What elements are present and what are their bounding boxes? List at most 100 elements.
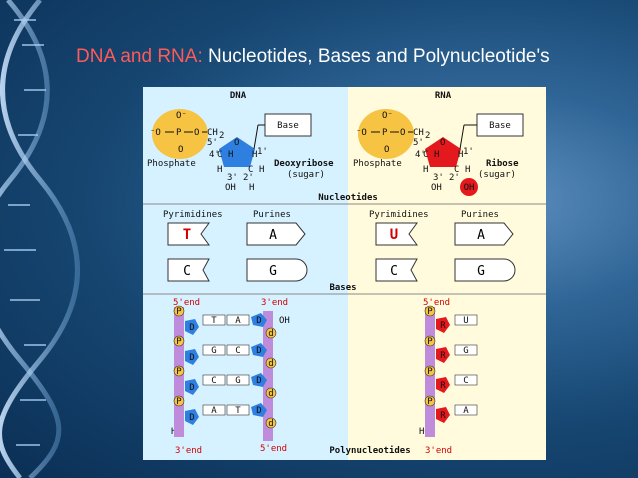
base-g-dna (246, 258, 308, 282)
title-rest: Nucleotides, Bases and Polynucleotide's (208, 46, 550, 67)
phosphate-rna (424, 305, 436, 317)
svg-text:C: C (248, 165, 253, 175)
base-left-letter: G (211, 346, 216, 356)
svg-text:G: G (269, 264, 277, 279)
phosphate-dna-right (265, 417, 277, 429)
deoxyribose-letter: D (256, 316, 261, 326)
phosphate-dna-left (173, 365, 185, 377)
figure: DNA RNA O⁻ ⁻O P O O CH 2 O 5' 4' C H H 1… (143, 87, 546, 460)
rna-base (454, 374, 478, 386)
base-left (202, 404, 226, 416)
base-right (226, 404, 250, 416)
dna-backbone-right (263, 311, 273, 441)
phosphate-label: P (176, 337, 182, 347)
svg-text:5'end: 5'end (423, 298, 450, 308)
deoxyribose-unit (185, 409, 199, 425)
svg-text:Base: Base (489, 121, 511, 131)
svg-text:3'end: 3'end (175, 446, 202, 456)
svg-text:Purines: Purines (461, 210, 499, 220)
rna-nucleotide: O⁻ ⁻O P O O CH 2 O 5' 4' C H H 1' H 3' 2… (353, 109, 524, 196)
phosphate-label: d (268, 419, 273, 429)
phosphate-label: P (176, 367, 182, 377)
deoxyribose-unit (185, 379, 199, 395)
svg-text:5': 5' (413, 138, 424, 148)
svg-text:HO: HO (419, 427, 430, 437)
svg-text:1': 1' (463, 147, 474, 157)
phosphate-dna-left (173, 395, 185, 407)
svg-text:C: C (454, 165, 459, 175)
slide-title: DNA and RNA: Nucleotides, Bases and Poly… (76, 46, 550, 68)
rna-phosphate-label: Phosphate (353, 159, 402, 169)
svg-text:H: H (252, 150, 257, 160)
rna-2-oh-highlight (460, 178, 478, 196)
ribose-letter: R (440, 351, 446, 361)
dna-helix-decoration (0, 0, 80, 478)
dna-nucleotide: O⁻ ⁻O P O O CH 2 O 5' 4' C H H 1' H 3' 2… (147, 109, 334, 193)
base-right-letter: T (235, 406, 241, 416)
deoxyribose-unit (251, 313, 267, 327)
ribose-unit (436, 407, 450, 423)
base-left-letter: C (211, 376, 216, 386)
rna-base (454, 314, 478, 326)
svg-text:Pyrimidines: Pyrimidines (369, 210, 429, 220)
phosphate-rna (424, 365, 436, 377)
rna-base-letter: U (463, 316, 468, 326)
ribose-label: Ribose (486, 158, 519, 169)
dna-polynucleotide: 5'end 3'end OH HO 3'end 5'end PDTADdPDGC… (171, 298, 290, 456)
phosphate-label: d (268, 329, 273, 339)
svg-text:OH: OH (464, 183, 475, 193)
svg-text:H: H (458, 150, 463, 160)
svg-text:O: O (440, 138, 445, 148)
svg-text:O: O (178, 145, 183, 155)
deoxyribose-letter: D (256, 346, 261, 356)
svg-text:OH: OH (225, 183, 236, 193)
phosphate-dna-left (173, 335, 185, 347)
dna-header: DNA (230, 91, 247, 101)
phosphate-label: d (268, 359, 273, 369)
svg-text:CH: CH (207, 128, 218, 138)
svg-text:C: C (423, 150, 428, 160)
svg-text:3': 3' (227, 173, 238, 183)
phosphate-rna (424, 395, 436, 407)
title-accent: DNA and RNA: (76, 46, 203, 67)
base-right (226, 344, 250, 356)
deoxyribose-label: Deoxyribose (274, 158, 334, 169)
svg-text:A: A (269, 228, 277, 243)
ribose-unit (436, 347, 450, 363)
phosphate-label: P (176, 307, 182, 317)
deoxyribose-unit (251, 373, 267, 387)
base-right-letter: C (235, 346, 240, 356)
ribose-unit (436, 377, 450, 393)
figure-svg: DNA RNA O⁻ ⁻O P O O CH 2 O 5' 4' C H H 1… (143, 87, 546, 460)
svg-text:CH: CH (413, 128, 424, 138)
svg-text:C: C (183, 264, 191, 279)
base-right-letter: G (235, 376, 240, 386)
svg-text:2: 2 (425, 131, 430, 141)
dna-phosphate-circle (152, 109, 208, 159)
svg-text:O: O (400, 128, 405, 138)
phosphate-dna-right (265, 357, 277, 369)
svg-text:T: T (183, 227, 191, 243)
svg-text:C: C (390, 264, 398, 279)
rna-base (454, 344, 478, 356)
base-right-letter: A (235, 316, 241, 326)
svg-text:4': 4' (209, 150, 220, 160)
deoxyribose-unit (251, 403, 267, 417)
phosphate-label: P (427, 307, 433, 317)
base-g-rna (454, 258, 516, 282)
rna-base-letter: A (463, 406, 469, 416)
base-c-rna (375, 258, 418, 282)
rna-base-letter: G (463, 346, 468, 356)
svg-text:OH: OH (431, 183, 442, 193)
svg-text:O: O (384, 145, 389, 155)
svg-text:H: H (228, 150, 233, 160)
svg-text:U: U (390, 227, 398, 243)
svg-text:Purines: Purines (253, 210, 291, 220)
svg-text:H: H (423, 165, 428, 175)
svg-text:H: H (465, 165, 470, 175)
deoxyribose-letter: D (189, 353, 194, 363)
svg-text:Pyrimidines: Pyrimidines (163, 210, 223, 220)
dna-p: P (176, 128, 182, 138)
